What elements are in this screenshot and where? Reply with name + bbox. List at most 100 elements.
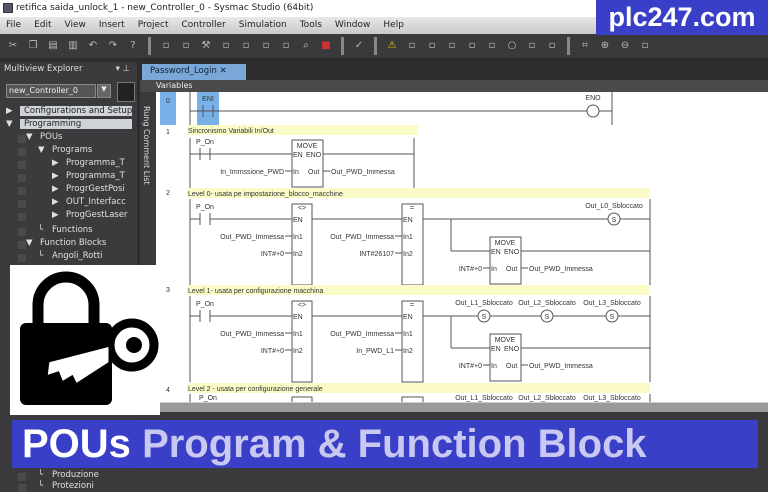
tree-item[interactable]: POUs bbox=[40, 132, 63, 142]
cross-ref-icon[interactable]: ▫ bbox=[222, 40, 230, 51]
pin-label: In1 bbox=[293, 331, 303, 338]
tree-checkbox[interactable] bbox=[18, 187, 26, 195]
tree-item[interactable]: Functions bbox=[52, 225, 93, 235]
tree-item[interactable]: OUT_Interfacc bbox=[66, 197, 126, 207]
pin-label: In2 bbox=[293, 348, 303, 355]
menu-view[interactable]: View bbox=[64, 20, 86, 30]
expand-arrow-icon[interactable]: └ bbox=[38, 225, 44, 235]
paste-icon[interactable]: ▤ bbox=[48, 40, 58, 51]
rung-number: 4 bbox=[166, 387, 170, 394]
tree-checkbox[interactable] bbox=[18, 148, 26, 156]
tree-checkbox[interactable] bbox=[18, 228, 26, 236]
zoom-box2-icon[interactable]: ▫ bbox=[548, 40, 556, 51]
tree-item[interactable]: ProgGestLaser bbox=[66, 210, 128, 220]
pin-label: EN bbox=[491, 249, 501, 256]
expand-arrow-icon[interactable]: └ bbox=[38, 470, 44, 480]
horizontal-scrollbar[interactable] bbox=[160, 402, 768, 412]
delete-icon[interactable]: ▥ bbox=[68, 40, 78, 51]
tree-item[interactable]: Protezioni bbox=[52, 481, 94, 491]
tree-checkbox[interactable] bbox=[18, 135, 26, 143]
variables-bar[interactable]: Variables bbox=[140, 80, 768, 92]
tree-checkbox[interactable] bbox=[18, 161, 26, 169]
pin-icon[interactable]: ▾ ⊥ bbox=[115, 64, 130, 74]
zoom-out-icon[interactable]: ⊖ bbox=[620, 40, 630, 51]
sync-icon[interactable]: ▫ bbox=[468, 40, 476, 51]
expand-arrow-icon[interactable]: ▼ bbox=[26, 238, 33, 248]
cut-icon[interactable]: ✂ bbox=[8, 40, 18, 51]
tree-checkbox[interactable] bbox=[18, 484, 26, 492]
stop-icon[interactable]: ■ bbox=[321, 40, 331, 51]
controller-select[interactable]: new_Controller_0▼ bbox=[6, 84, 111, 98]
expand-arrow-icon[interactable]: ▶ bbox=[6, 106, 13, 116]
var-label: INT#+0 bbox=[459, 266, 482, 273]
search-icon[interactable]: ⌕ bbox=[303, 40, 309, 51]
menu-project[interactable]: Project bbox=[137, 20, 169, 30]
tree-checkbox[interactable] bbox=[18, 174, 26, 182]
fit-icon[interactable]: ⌗ bbox=[582, 40, 588, 51]
tree-item[interactable]: Function Blocks bbox=[40, 238, 107, 248]
warning-icon[interactable]: ⚠ bbox=[387, 40, 397, 51]
tree-checkbox[interactable] bbox=[18, 213, 26, 221]
menu-tools[interactable]: Tools bbox=[299, 20, 322, 30]
tree-checkbox[interactable] bbox=[18, 241, 26, 249]
controller-toggle-button[interactable] bbox=[117, 82, 135, 102]
zoom-in-icon[interactable]: ⊕ bbox=[600, 40, 610, 51]
transfer-icon[interactable]: ▫ bbox=[488, 40, 496, 51]
data-trace-icon[interactable]: ▫ bbox=[282, 40, 290, 51]
close-icon[interactable]: ✕ bbox=[219, 66, 227, 76]
menu-window[interactable]: Window bbox=[334, 20, 371, 30]
clear-warning-icon[interactable]: ▫ bbox=[408, 40, 416, 51]
pin-label: In1 bbox=[403, 331, 413, 338]
io-map-icon[interactable]: ▫ bbox=[162, 40, 170, 51]
memory-icon[interactable]: ▫ bbox=[242, 40, 250, 51]
var-label: Out_PWD_Immessa bbox=[331, 169, 395, 176]
expand-arrow-icon[interactable]: ▼ bbox=[6, 119, 13, 129]
expand-arrow-icon[interactable]: └ bbox=[38, 481, 44, 491]
expand-arrow-icon[interactable]: ▼ bbox=[38, 145, 45, 155]
menu-file[interactable]: File bbox=[6, 20, 22, 30]
pin-label: Out bbox=[506, 266, 517, 273]
rung-comment: Sincronismo Variabili In/Out bbox=[188, 128, 274, 135]
menu-help[interactable]: Help bbox=[383, 20, 404, 30]
tree-item[interactable]: Programming bbox=[20, 119, 132, 129]
tree-item[interactable]: Configurations and Setup bbox=[20, 106, 132, 116]
menu-controller[interactable]: Controller bbox=[181, 20, 226, 30]
chevron-down-icon[interactable]: ▼ bbox=[97, 84, 111, 98]
undo-icon[interactable]: ↶ bbox=[88, 40, 98, 51]
tree-item[interactable]: Programma_T bbox=[66, 171, 125, 181]
expand-arrow-icon[interactable]: ▶ bbox=[52, 210, 59, 220]
expand-arrow-icon[interactable]: └ bbox=[38, 251, 44, 261]
monitor-icon[interactable]: ▫ bbox=[262, 40, 270, 51]
tree-item[interactable]: Produzione bbox=[52, 470, 99, 480]
offline-icon[interactable]: ▫ bbox=[448, 40, 456, 51]
window-icon[interactable]: ▫ bbox=[182, 40, 190, 51]
zoom-reset-icon[interactable]: ▫ bbox=[641, 40, 649, 51]
tree-item[interactable]: ProgrGestPosi bbox=[66, 184, 125, 194]
rung-number: 1 bbox=[166, 129, 170, 136]
expand-arrow-icon[interactable]: ▶ bbox=[52, 197, 59, 207]
zoom-box-icon[interactable]: ▫ bbox=[528, 40, 536, 51]
copy-icon[interactable]: ❐ bbox=[28, 40, 38, 51]
tree-item[interactable]: Programs bbox=[52, 145, 93, 155]
reset-icon[interactable]: ○ bbox=[507, 40, 517, 51]
tree-checkbox[interactable] bbox=[18, 254, 26, 262]
menu-edit[interactable]: Edit bbox=[34, 20, 52, 30]
tree-checkbox[interactable] bbox=[18, 200, 26, 208]
menu-insert[interactable]: Insert bbox=[98, 20, 125, 30]
toolbar-separator bbox=[374, 37, 377, 55]
expand-arrow-icon[interactable]: ▼ bbox=[26, 132, 33, 142]
check-icon[interactable]: ✓ bbox=[354, 40, 364, 51]
expand-arrow-icon[interactable]: ▶ bbox=[52, 158, 59, 168]
tree-item[interactable]: Angoli_Rotti bbox=[52, 251, 103, 261]
tab-password-login[interactable]: Password_Login ✕ bbox=[142, 64, 246, 80]
tree-item[interactable]: Programma_T bbox=[66, 158, 125, 168]
expand-arrow-icon[interactable]: ▶ bbox=[52, 184, 59, 194]
help-icon[interactable]: ? bbox=[130, 40, 136, 51]
build-icon[interactable]: ⚒ bbox=[201, 40, 211, 51]
menu-simulation[interactable]: Simulation bbox=[238, 20, 287, 30]
online-icon[interactable]: ▫ bbox=[428, 40, 436, 51]
tree-checkbox[interactable] bbox=[18, 473, 26, 481]
expand-arrow-icon[interactable]: ▶ bbox=[52, 171, 59, 181]
redo-icon[interactable]: ↷ bbox=[108, 40, 118, 51]
